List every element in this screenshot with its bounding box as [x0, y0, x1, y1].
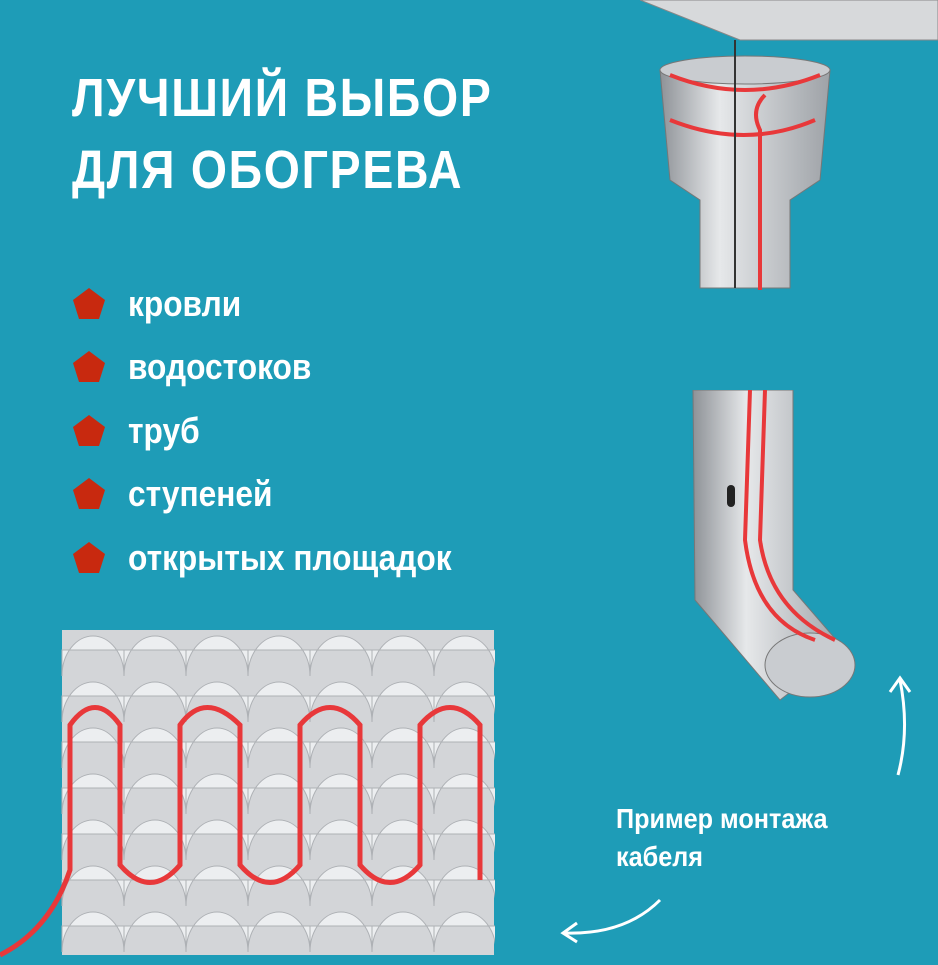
caption-line-2: кабеля: [616, 841, 703, 872]
list-item: открытых площадок: [72, 526, 496, 590]
roof-tile: [433, 911, 495, 953]
list-item: труб: [72, 399, 496, 463]
caption: Пример монтажа кабеля: [616, 800, 828, 876]
pentagon-bullet-icon: [73, 287, 105, 319]
roof-tile: [433, 681, 495, 723]
pentagon-bullet-icon: [73, 351, 105, 383]
gutter-funnel-illustration: [640, 0, 938, 290]
list-item-label: ступеней: [128, 473, 273, 515]
page-title: ЛУЧШИЙ ВЫБОР ДЛЯ ОБОГРЕВА: [72, 62, 493, 206]
downpipe-elbow-illustration: [692, 390, 856, 701]
title-line-1: ЛУЧШИЙ ВЫБОР: [72, 68, 493, 128]
arrow-up-icon: [888, 675, 912, 776]
application-list: кровли водостоков труб ступеней открытых…: [72, 272, 496, 590]
list-item: ступеней: [72, 463, 496, 527]
list-item-label: труб: [128, 409, 200, 451]
pentagon-bullet-icon: [73, 414, 105, 446]
list-item-label: открытых площадок: [128, 536, 452, 578]
list-item: водостоков: [72, 336, 496, 400]
caption-line-1: Пример монтажа: [616, 803, 828, 834]
list-item: кровли: [72, 272, 496, 336]
list-item-label: водостоков: [128, 346, 312, 388]
list-item-label: кровли: [128, 282, 242, 324]
arrow-left-icon: [560, 898, 662, 944]
pentagon-bullet-icon: [73, 541, 105, 573]
roof-tiles-illustration: [0, 630, 495, 958]
title-line-2: ДЛЯ ОБОГРЕВА: [72, 140, 464, 200]
pentagon-bullet-icon: [73, 478, 105, 510]
roof-tile: [433, 635, 495, 677]
